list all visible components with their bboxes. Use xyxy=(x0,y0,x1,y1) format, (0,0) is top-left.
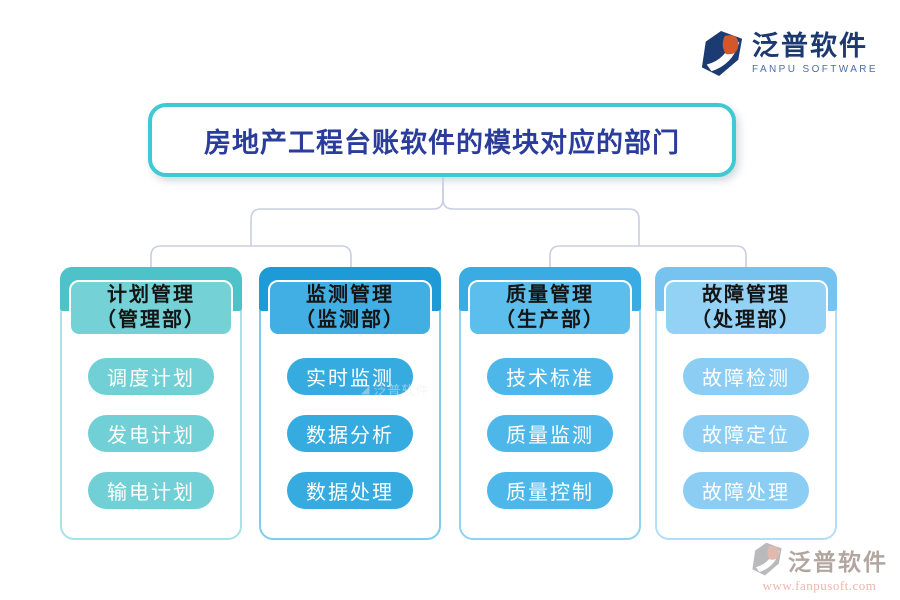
diagram-title: 房地产工程台账软件的模块对应的部门 xyxy=(204,127,680,158)
fanpu-logo-icon-faded xyxy=(752,542,782,576)
module-pill: 发电计划 xyxy=(88,415,214,452)
module-pill: 故障定位 xyxy=(683,415,809,452)
module-pill: 质量监测 xyxy=(487,415,613,452)
module-pill: 故障处理 xyxy=(683,472,809,509)
column-4-title: 故障管理 xyxy=(702,284,790,306)
brand-subtitle: FANPU SOFTWARE xyxy=(751,64,878,75)
module-pill: 输电计划 xyxy=(88,472,214,509)
module-pill: 数据处理 xyxy=(287,472,413,509)
module-pill: 技术标准 xyxy=(487,358,613,395)
module-pill: 数据分析 xyxy=(287,415,413,452)
column-1-header: 计划管理 （管理部） xyxy=(69,280,233,336)
column-1-dept: （管理部） xyxy=(96,309,206,331)
module-pill: 故障检测 xyxy=(683,358,809,395)
column-4-items: 故障检测 故障定位 故障处理 xyxy=(655,358,837,509)
column-2-title: 监测管理 xyxy=(306,284,394,306)
column-4: 故障管理 （处理部） 故障检测 故障定位 故障处理 xyxy=(655,267,837,540)
column-2-dept: （监测部） xyxy=(295,309,405,331)
column-1: 计划管理 （管理部） 调度计划 发电计划 输电计划 xyxy=(60,267,242,540)
column-3-header: 质量管理 （生产部） xyxy=(468,280,632,336)
brand-bottom-url: www.fanpusoft.com xyxy=(762,578,877,593)
column-3: 质量管理 （生产部） 技术标准 质量监测 质量控制 xyxy=(459,267,641,540)
column-3-items: 技术标准 质量监测 质量控制 xyxy=(459,358,641,509)
column-2: 监测管理 （监测部） 实时监测 数据分析 数据处理 xyxy=(259,267,441,540)
brand-name: 泛普软件 xyxy=(751,31,868,61)
column-1-title: 计划管理 xyxy=(107,284,195,306)
module-pill: 调度计划 xyxy=(88,358,214,395)
diagram-title-box: 房地产工程台账软件的模块对应的部门 xyxy=(148,103,736,177)
module-pill: 质量控制 xyxy=(487,472,613,509)
brand-bottom-name: 泛普软件 xyxy=(788,549,888,575)
fanpu-logo-icon xyxy=(701,31,743,76)
column-2-header: 监测管理 （监测部） xyxy=(268,280,432,336)
column-2-items: 实时监测 数据分析 数据处理 xyxy=(259,358,441,509)
column-3-dept: （生产部） xyxy=(495,309,605,331)
module-pill: 实时监测 xyxy=(287,358,413,395)
column-3-title: 质量管理 xyxy=(506,284,594,306)
brand-logo-bottom: 泛普软件 www.fanpusoft.com xyxy=(751,542,888,594)
column-4-dept: （处理部） xyxy=(691,309,801,331)
column-1-items: 调度计划 发电计划 输电计划 xyxy=(60,358,242,509)
brand-logo-top: 泛普软件 FANPU SOFTWARE xyxy=(700,30,878,78)
column-4-header: 故障管理 （处理部） xyxy=(664,280,828,336)
